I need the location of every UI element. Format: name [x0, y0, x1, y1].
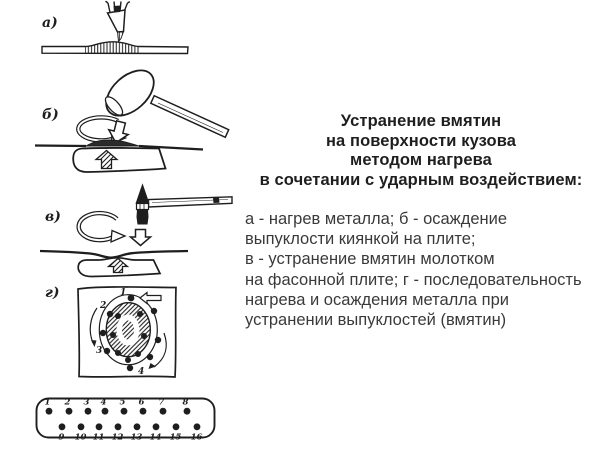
strip-number: 13 [131, 433, 143, 443]
mallet-icon [104, 69, 230, 139]
dent-center-core [122, 320, 134, 340]
heating-spot-dots-outer [99, 294, 162, 372]
down-arrow-icon [128, 228, 153, 247]
caption-line: устранении выпуклостей (вмятин) [245, 311, 507, 330]
strip-number: 3 [84, 398, 90, 408]
figure-title: Устранение вмятин на поверхности кузова … [248, 112, 594, 190]
caption-line: нагрева и осаждения металла при [245, 290, 509, 309]
strip-number: 4 [101, 398, 107, 408]
metal-sheet [34, 139, 204, 151]
title-line: Устранение вмятин [340, 112, 502, 130]
sequence-arcs [89, 307, 167, 368]
flat-plate [72, 147, 167, 173]
sequence-ring-outline [98, 294, 158, 366]
strip-number: 8 [183, 398, 189, 408]
panel-v-hammer-diagram: в) [39, 183, 233, 278]
metal-sheet-with-bump [41, 41, 189, 55]
panel-g-label: г) [45, 285, 60, 301]
up-arrow-icon [94, 149, 119, 170]
strip-number: 15 [170, 433, 182, 443]
panel-a-label: а) [42, 15, 58, 31]
panel-b-label: б) [42, 107, 59, 123]
panel-a-heating-diagram: а) [41, 0, 189, 55]
title-line: на поверхности кузова [325, 131, 516, 150]
strip-number: 6 [139, 398, 145, 408]
strip-number: 16 [191, 433, 203, 443]
heated-zone-hatch [85, 41, 139, 54]
sequence-point-3: 3 [96, 346, 102, 356]
strip-number: 14 [150, 433, 162, 443]
strip-number: 1 [45, 398, 51, 408]
panel-b-mallet-diagram: б) [34, 69, 230, 173]
strip-number: 5 [120, 398, 126, 408]
left-arrow-icon [139, 291, 162, 305]
title-line: в сочетании с ударным воздействием: [259, 170, 583, 189]
arc-arrowhead [91, 340, 97, 347]
strip-dots-bottom-row [58, 423, 201, 431]
sequence-point-2: 2 [99, 301, 106, 311]
panel-g-sequence-diagram: г) 1 2 3 4 [45, 285, 177, 378]
rotation-arrow-icon [76, 210, 127, 244]
strip-number: 2 [64, 398, 71, 408]
sequence-point-1: 1 [120, 288, 126, 298]
arc-arrowhead [148, 363, 156, 369]
torch-icon [105, 0, 131, 43]
strip-number: 12 [112, 433, 124, 443]
heating-order-strip: 1 2 3 4 5 6 7 8 9 10 11 12 13 14 15 16 [35, 398, 216, 443]
hammer-icon [135, 183, 233, 225]
strip-number: 11 [93, 433, 105, 443]
flame-icon [117, 30, 125, 43]
strip-number: 7 [159, 398, 165, 408]
flattened-bump [84, 139, 140, 147]
title-line: методом нагрева [350, 151, 492, 169]
strip-number: 10 [75, 433, 87, 443]
sequence-point-4: 4 [138, 367, 144, 377]
caption-line: выпуклости киянкой на плите; [245, 230, 476, 249]
caption-line: в - устранение вмятин молотком [245, 250, 495, 269]
metal-sheet-with-dent [39, 249, 189, 259]
caption-line: на фасонной плите; г - последовательност… [245, 270, 582, 289]
panel-v-label: в) [45, 209, 61, 225]
down-arrow-icon [107, 119, 131, 144]
strip-number: 9 [59, 433, 65, 443]
caption-line: а - нагрев металла; б - осаждение [245, 210, 508, 228]
heating-spot-dots-inner [110, 311, 147, 363]
up-arrow-icon [106, 257, 130, 274]
figure-caption: а - нагрев металла; б - осаждение выпукл… [245, 209, 597, 330]
strip-dots-top-row [45, 407, 191, 415]
